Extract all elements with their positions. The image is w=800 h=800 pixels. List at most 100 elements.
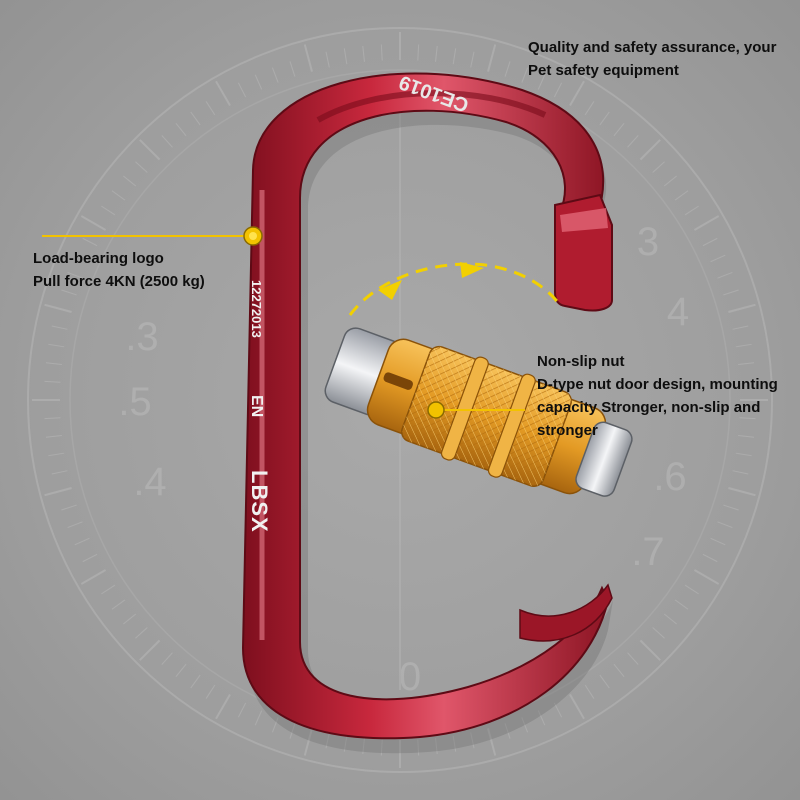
- dial-tick: [674, 190, 689, 201]
- load-bearing-callout: Load-bearing logo Pull force 4KN (2500 k…: [33, 247, 205, 293]
- dial-numeral: 3: [637, 220, 659, 264]
- dial-tick: [723, 289, 739, 296]
- spine-code: 12272013: [249, 280, 264, 338]
- dial-tick: [325, 51, 330, 68]
- dial-tick: [569, 693, 585, 720]
- dial-tick: [504, 723, 511, 739]
- dial-tick: [362, 45, 365, 62]
- callout-text: stronger: [537, 422, 598, 439]
- callout-text: Load-bearing logo: [33, 250, 164, 267]
- dial-tick: [739, 380, 756, 383]
- dial-tick: [380, 739, 383, 756]
- dial-tick: [435, 738, 438, 755]
- dial-tick: [45, 362, 62, 365]
- dial-tick: [271, 717, 279, 733]
- dial-tick: [738, 435, 755, 438]
- dial-tick: [710, 254, 726, 263]
- dial-tick: [48, 452, 65, 457]
- dial-tick: [190, 674, 201, 689]
- dial-tick: [325, 732, 330, 749]
- dial-numeral: .6: [653, 455, 686, 499]
- dial-tick: [51, 470, 68, 475]
- dial-tick: [51, 325, 68, 330]
- dial-tick: [80, 215, 107, 231]
- callout-text: Pet safety equipment: [528, 62, 679, 79]
- callout-text: Quality and safety assurance, your: [528, 39, 777, 56]
- dial-tick: [380, 44, 383, 61]
- callout-text: D-type nut door design, mounting: [537, 376, 778, 393]
- dial-tick: [504, 61, 511, 77]
- callout-text: Pull force 4KN (2500 kg): [33, 273, 205, 290]
- dial-tick: [271, 67, 279, 83]
- dial-tick: [139, 139, 161, 161]
- dial-tick: [584, 101, 595, 116]
- screw-gate-nut: [324, 327, 633, 497]
- dial-tick: [74, 537, 90, 546]
- dial-tick: [48, 343, 65, 348]
- dial-tick: [723, 504, 739, 511]
- dial-tick: [45, 435, 62, 438]
- dial-tick: [123, 175, 137, 187]
- dial-tick: [205, 101, 216, 116]
- dial-tick: [674, 599, 689, 610]
- carabiner-body: [241, 72, 613, 740]
- dial-tick: [44, 487, 72, 497]
- dial-tick: [289, 61, 296, 77]
- dial-tick: [553, 702, 563, 718]
- dial-tick: [343, 735, 348, 752]
- dial-tick: [452, 735, 457, 752]
- spine-brand: LBSX: [247, 470, 272, 533]
- callout-text: capacity Stronger, non-slip and: [537, 399, 761, 416]
- dial-tick: [537, 710, 546, 726]
- dial-numeral: 4: [667, 290, 689, 334]
- dial-tick: [101, 584, 116, 595]
- dial-tick: [728, 487, 756, 497]
- dial-tick: [739, 417, 756, 420]
- dial-numerals: .3 .5 .4 .6 .7 3 4 0: [118, 220, 689, 699]
- dial-tick: [599, 674, 610, 689]
- dial-tick: [161, 652, 173, 665]
- nut-pointer: [427, 401, 525, 419]
- dial-tick: [44, 380, 61, 383]
- dial-tick: [452, 48, 457, 65]
- dial-tick: [728, 303, 756, 313]
- dial-tick: [135, 627, 148, 639]
- dial-tick: [215, 80, 231, 107]
- dial-tick: [735, 343, 752, 348]
- dial-tick: [254, 74, 263, 90]
- dial-tick: [237, 82, 247, 98]
- dial-tick: [487, 728, 497, 756]
- dial-tick: [67, 271, 83, 279]
- dial-numeral: .4: [133, 460, 166, 504]
- dial-tick: [303, 728, 313, 756]
- dial-tick: [417, 44, 420, 61]
- dial-tick: [738, 362, 755, 365]
- dial-tick: [732, 470, 749, 475]
- dial-tick: [343, 48, 348, 65]
- callout-text: Non-slip nut: [537, 353, 625, 370]
- dial-tick: [735, 452, 752, 457]
- dial-tick: [67, 521, 83, 529]
- dial-tick: [175, 123, 187, 137]
- dial-tick: [702, 237, 718, 247]
- dial-numeral: .3: [125, 315, 158, 359]
- dial-tick: [175, 663, 187, 677]
- dial-tick: [205, 684, 216, 699]
- dial-tick: [44, 303, 72, 313]
- dial-tick: [652, 161, 665, 173]
- dial-tick: [470, 732, 475, 749]
- dial-tick: [190, 111, 201, 126]
- dial-tick: [135, 161, 148, 173]
- dial-tick: [717, 521, 733, 529]
- rotation-arrow: [348, 262, 562, 316]
- dial-tick: [111, 190, 126, 201]
- dial-tick: [639, 639, 661, 661]
- dial-tick: [553, 82, 563, 98]
- dial-tick: [710, 537, 726, 546]
- nut-callout: Non-slip nut D-type nut door design, mou…: [537, 350, 778, 442]
- dial-tick: [627, 652, 639, 665]
- dial-tick: [702, 553, 718, 563]
- dial-tick: [61, 504, 77, 511]
- dial-tick: [215, 693, 231, 720]
